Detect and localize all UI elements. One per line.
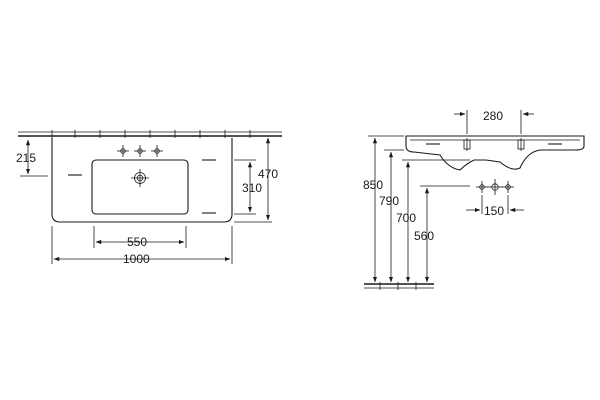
valve-left-icon xyxy=(476,181,488,193)
dim-470-line xyxy=(234,137,272,223)
dim-310-line xyxy=(234,159,256,215)
dim-850-label: 850 xyxy=(363,178,383,192)
front-view: 215 470 310 550 1000 xyxy=(16,130,282,266)
wall-mount-line xyxy=(18,130,282,138)
valve-center-icon xyxy=(487,179,503,195)
dim-790-label: 790 xyxy=(379,194,399,208)
tap-hole-right-icon xyxy=(151,145,163,157)
dim-1000-label: 1000 xyxy=(123,252,150,266)
tap-hole-left-icon xyxy=(117,145,129,157)
tap-hole-center-icon xyxy=(134,145,146,157)
dim-280-line xyxy=(454,110,534,134)
bowl-outline xyxy=(91,159,189,215)
dim-700-line xyxy=(402,159,470,283)
dim-700-label: 700 xyxy=(396,211,416,225)
dim-550-line xyxy=(93,226,187,248)
tap-hole-side-left-icon xyxy=(463,138,471,151)
dim-215-line xyxy=(20,139,48,177)
dim-1000-line xyxy=(51,226,233,264)
dim-790-line xyxy=(384,149,404,283)
dim-560-line xyxy=(420,185,470,283)
valve-right-icon xyxy=(502,181,514,193)
side-view: 280 850 790 700 xyxy=(363,109,585,290)
dim-470-label: 470 xyxy=(258,167,278,181)
tap-hole-side-right-icon xyxy=(517,138,525,151)
dim-850-line xyxy=(368,135,404,283)
dim-280-label: 280 xyxy=(483,109,503,123)
basin-outline xyxy=(51,138,233,223)
dim-550-label: 550 xyxy=(127,235,147,249)
dim-560-label: 560 xyxy=(414,229,434,243)
floor-line xyxy=(364,282,434,290)
dim-150-label: 150 xyxy=(484,204,504,218)
dim-150-line xyxy=(466,195,524,214)
drain-icon xyxy=(131,169,149,187)
dim-215-label: 215 xyxy=(16,151,36,165)
basin-side-profile xyxy=(405,135,585,171)
dim-310-label: 310 xyxy=(242,181,262,195)
